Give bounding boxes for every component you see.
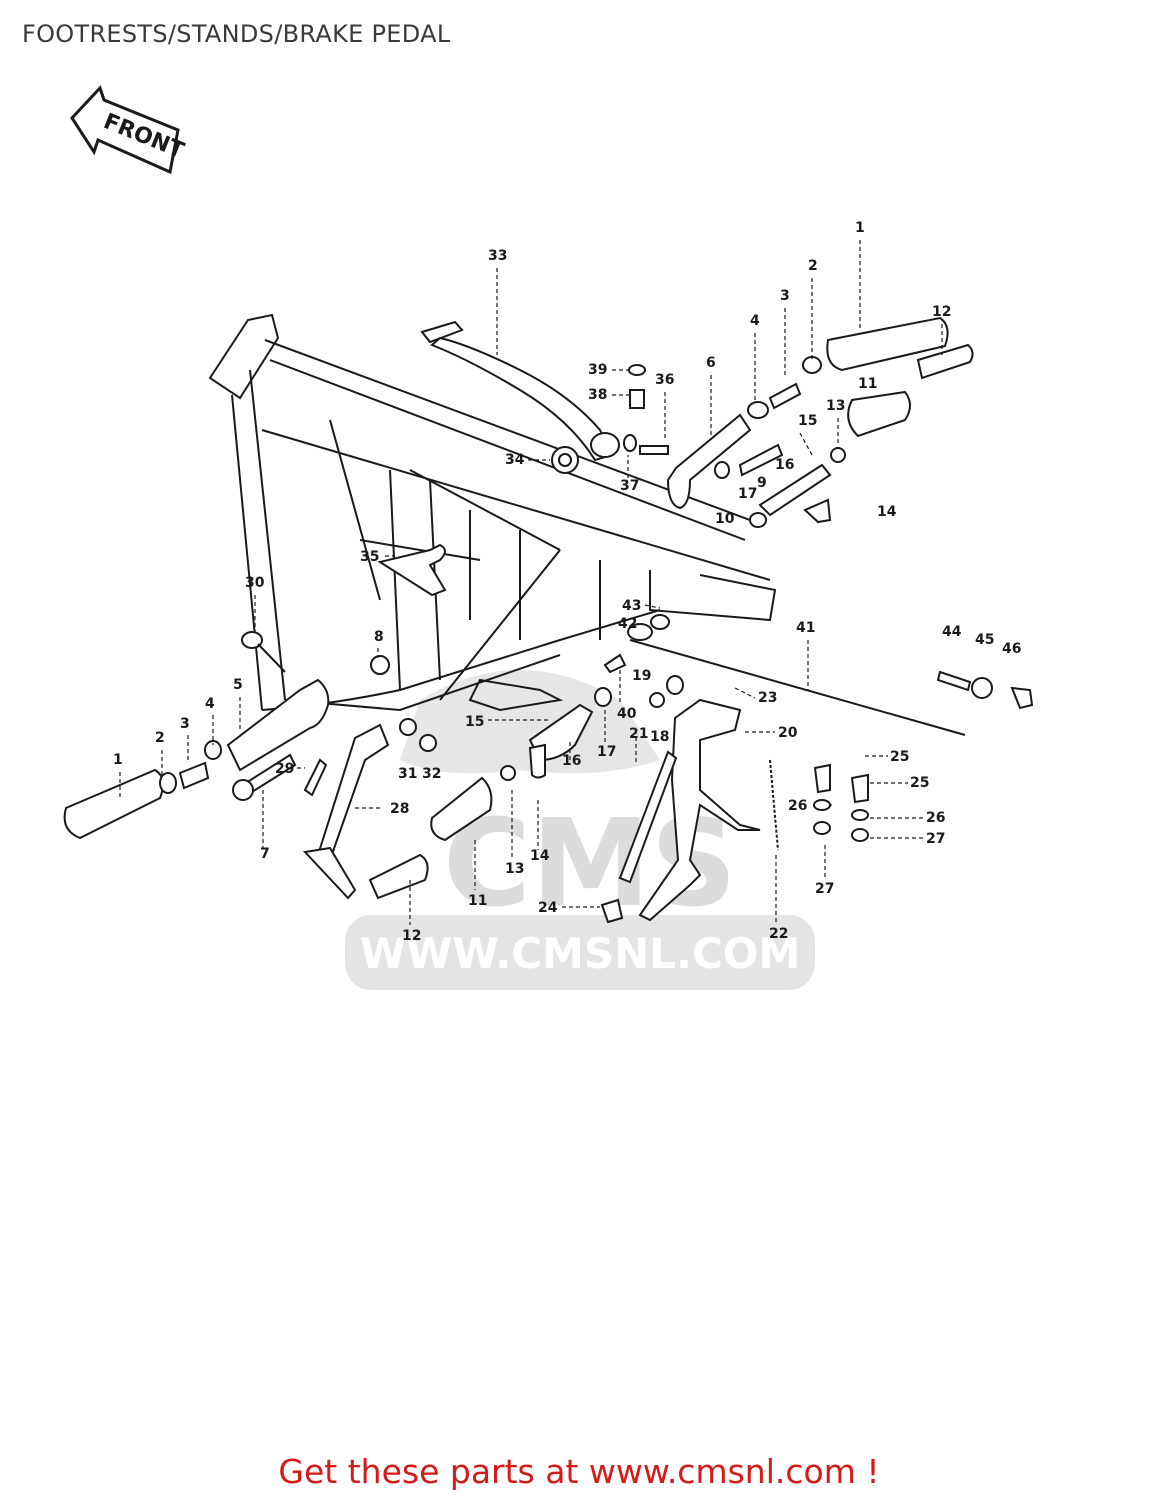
callout-label: 16: [562, 753, 581, 769]
callout-label: 23: [758, 690, 777, 706]
page-title: FOOTRESTS/STANDS/BRAKE PEDAL: [22, 20, 451, 48]
callout-label: 5: [233, 677, 243, 693]
washer-37: [623, 434, 637, 452]
callout-label: 13: [826, 398, 845, 414]
cmsnl-link[interactable]: Get these parts at www.cmsnl.com !: [278, 1452, 880, 1491]
callout-label: 46: [1002, 641, 1021, 657]
callout-label: 18: [650, 729, 669, 745]
callout-label: 6: [706, 355, 716, 371]
callout-labels: 1 2 3 4 12 33 39 38 36 6 11 13 15 16 9 1…: [113, 220, 1021, 944]
callout-label: 34: [505, 452, 525, 468]
callout-label: 2: [155, 730, 165, 746]
callout-label: 45: [975, 632, 994, 648]
callout-label: 30: [245, 575, 265, 591]
washer-31-32: [399, 718, 437, 752]
callout-label: 37: [620, 478, 639, 494]
footer-link[interactable]: Get these parts at www.cmsnl.com !: [0, 1452, 1158, 1491]
footpeg-bracket-left: [226, 678, 330, 801]
front-arrow-icon: FRONT: [70, 85, 187, 175]
bolt-36: [639, 445, 669, 455]
callout-label: 36: [655, 372, 674, 388]
callout-label: 24: [538, 900, 558, 916]
callout-label: 27: [926, 831, 945, 847]
brake-pivot-35: [377, 543, 447, 597]
callout-label: 13: [505, 861, 524, 877]
footpeg-rubber-lower: [368, 743, 546, 900]
callout-label: 10: [715, 511, 735, 527]
footpeg-rubber-left: [63, 740, 222, 840]
callout-label: 4: [750, 313, 760, 329]
stopper-24: [600, 898, 624, 924]
callout-label: 25: [890, 749, 909, 765]
callout-label: 12: [402, 928, 421, 944]
callout-label: 39: [588, 362, 607, 378]
callout-label: 19: [632, 668, 651, 684]
leader-lines: [119, 240, 943, 925]
callout-label: 17: [738, 486, 757, 502]
callout-label: 41: [796, 620, 815, 636]
parts: [63, 316, 1034, 924]
footpeg-arm-right: [714, 356, 846, 528]
callout-label: 25: [910, 775, 929, 791]
callout-label: 8: [374, 629, 384, 645]
callout-label: 12: [932, 304, 951, 320]
pedal-spring-34: [551, 446, 579, 474]
brake-pedal: [420, 320, 620, 462]
center-stand-20: [618, 698, 761, 922]
watermark-band: [345, 915, 815, 990]
callout-label: 2: [808, 258, 818, 274]
brake-rod-41: [627, 614, 966, 736]
callout-label: 9: [757, 475, 767, 491]
callout-label: 26: [926, 810, 945, 826]
callout-label: 16: [775, 457, 794, 473]
callout-label: 1: [855, 220, 865, 236]
callout-label: 17: [597, 744, 616, 760]
stand-spring-22: [769, 759, 779, 851]
nut-8: [370, 655, 390, 675]
bolt-39-38: [628, 364, 646, 409]
bolt-30: [241, 631, 286, 673]
callout-label: 14: [877, 504, 897, 520]
callout-label: 11: [468, 893, 487, 909]
callout-label: 44: [942, 624, 962, 640]
callout-label: 4: [205, 696, 215, 712]
callout-label: 28: [390, 801, 409, 817]
callout-label: 27: [815, 881, 834, 897]
callout-label: 26: [788, 798, 807, 814]
callout-label: 43: [622, 598, 641, 614]
callout-label: 31: [398, 766, 417, 782]
stand-bolts-25-27: [813, 763, 869, 842]
callout-label: 15: [465, 714, 484, 730]
callout-label: 35: [360, 549, 379, 565]
callout-label: 38: [588, 387, 607, 403]
callout-label: 1: [113, 752, 123, 768]
callout-label: 15: [798, 413, 817, 429]
rod-spring-44-46: [936, 670, 1034, 710]
callout-label: 14: [530, 848, 550, 864]
callout-label: 3: [780, 288, 790, 304]
watermark: CMS WWW.CMSNL.COM: [345, 670, 815, 990]
watermark-url: WWW.CMSNL.COM: [360, 929, 801, 978]
callout-label: 3: [180, 716, 190, 732]
callout-label: 32: [422, 766, 441, 782]
callout-label: 33: [488, 248, 507, 264]
side-stand-28: [302, 723, 390, 900]
callout-label: 21: [629, 726, 648, 742]
footpeg-bracket-right: [666, 413, 752, 510]
footpeg-rubber-right: [826, 316, 974, 438]
callout-label: 22: [769, 926, 788, 942]
frame: [208, 313, 777, 712]
footpeg-lower-15-17: [528, 653, 684, 762]
callout-label: 40: [617, 706, 637, 722]
callout-label: 7: [260, 846, 270, 862]
callout-label: 20: [778, 725, 798, 741]
callout-label: 29: [275, 761, 294, 777]
callout-label: 42: [618, 616, 637, 632]
callout-label: 11: [858, 376, 877, 392]
